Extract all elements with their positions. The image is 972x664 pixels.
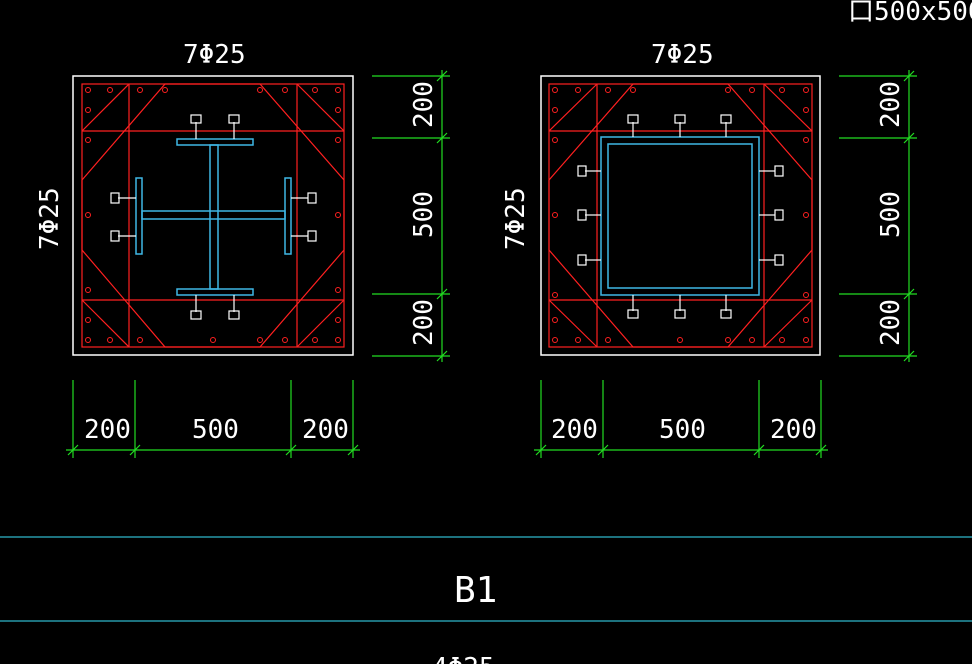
section-a: 7Φ25 7Φ25 <box>35 40 450 458</box>
section-size-label: 口500x500 <box>848 0 972 27</box>
section-b-dim-bottom-2: 500 <box>659 415 706 445</box>
section-a-studs <box>110 114 317 320</box>
section-a-dim-bottom-2: 500 <box>192 415 239 445</box>
schedule-table: B1 4Φ25 <box>0 536 972 664</box>
section-b-bar-dots <box>552 87 809 343</box>
section-a-rebar <box>81 83 345 348</box>
section-a-bar-dots <box>85 87 341 343</box>
section-a-dim-right-3: 200 <box>409 299 439 346</box>
section-a-outline <box>72 75 354 356</box>
section-b-steel-box <box>600 136 760 296</box>
section-a-dim-bottom-3: 200 <box>302 415 349 445</box>
section-b-outline <box>540 75 821 356</box>
table-label: B1 <box>454 570 497 611</box>
section-a-steel-cross <box>135 138 292 296</box>
section-b-side-rebar-label: 7Φ25 <box>501 187 531 250</box>
section-a-top-rebar-label: 7Φ25 <box>183 40 246 70</box>
section-a-side-rebar-label: 7Φ25 <box>35 187 65 250</box>
section-b-top-rebar-label: 7Φ25 <box>651 40 714 70</box>
section-b-dim-right-3: 200 <box>876 299 906 346</box>
section-a-dim-right-2: 500 <box>409 191 439 238</box>
section-a-dim-right <box>372 70 450 362</box>
section-b-dim-right <box>839 70 917 362</box>
section-a-dim-bottom <box>66 380 360 458</box>
section-a-dim-bottom-1: 200 <box>84 415 131 445</box>
section-b-dim-bottom-3: 200 <box>770 415 817 445</box>
section-b-studs <box>577 114 784 319</box>
section-b-dim-right-1: 200 <box>876 81 906 128</box>
section-b: 7Φ25 7Φ25 <box>501 40 917 458</box>
section-b-dim-right-2: 500 <box>876 191 906 238</box>
section-b-dim-bottom-1: 200 <box>551 415 598 445</box>
section-a-dim-right-1: 200 <box>409 81 439 128</box>
partial-bottom-text: 4Φ25 <box>432 653 495 664</box>
section-b-dim-bottom <box>534 380 828 458</box>
